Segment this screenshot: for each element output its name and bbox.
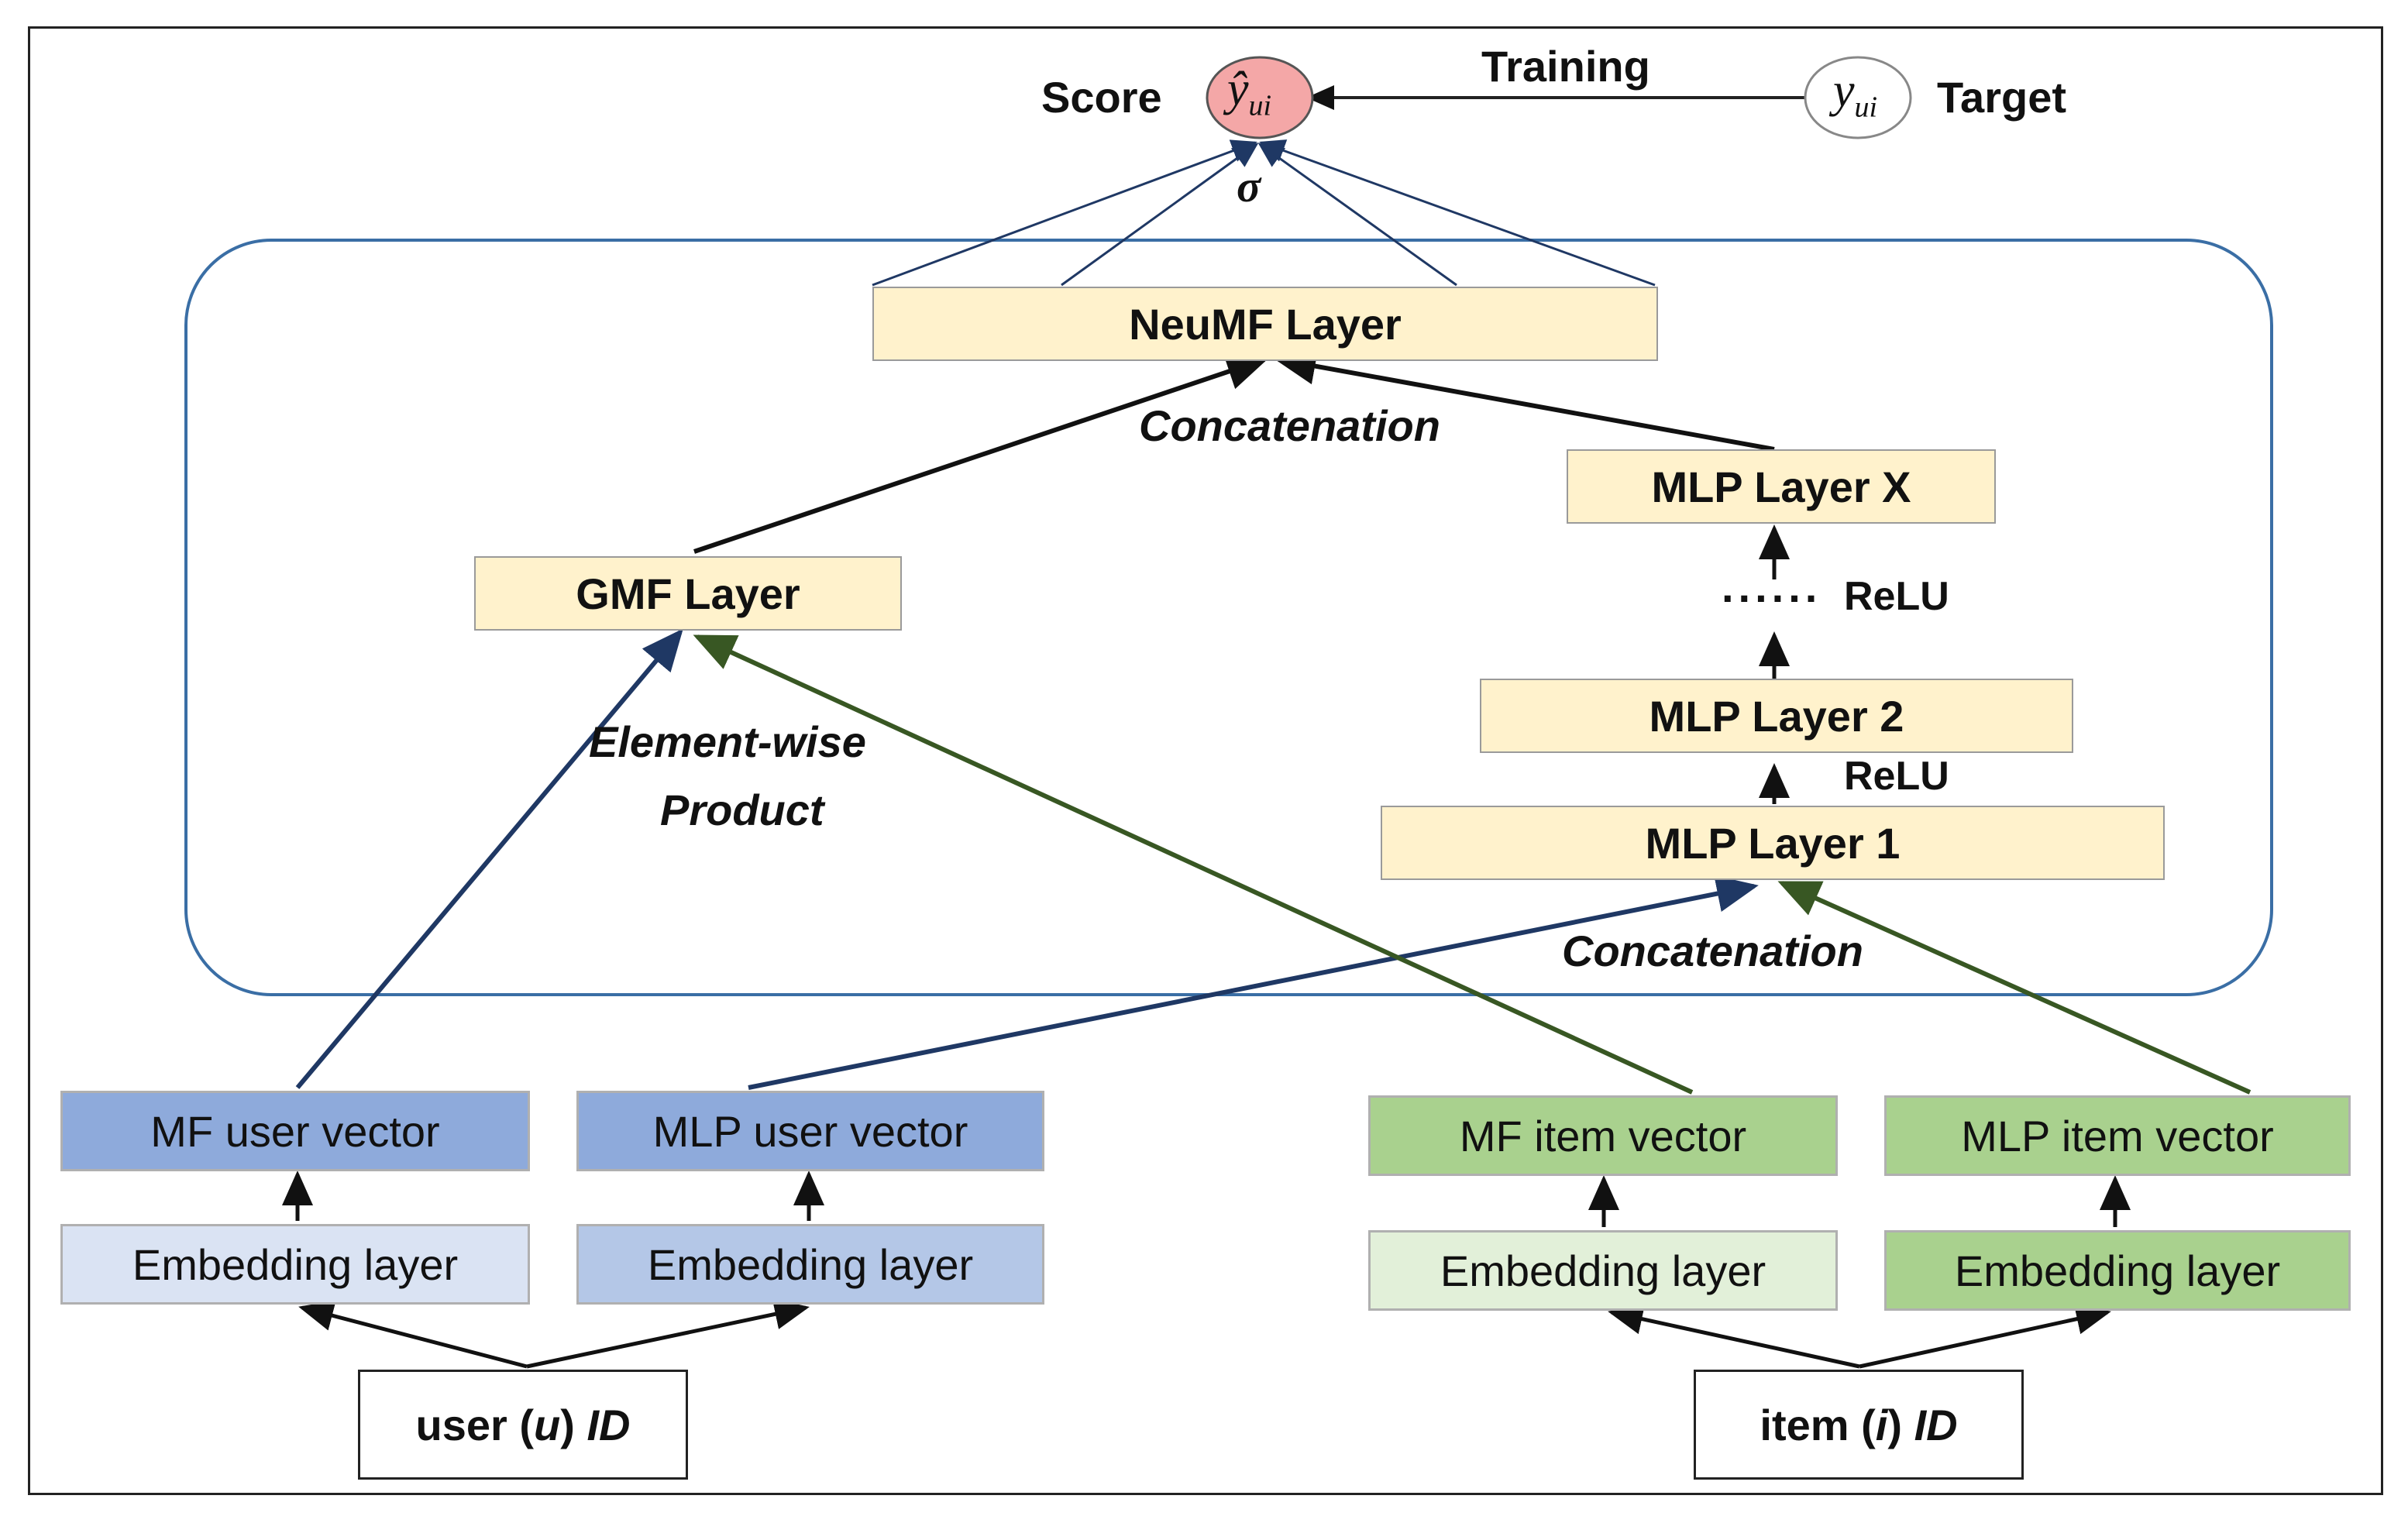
item-embedding-layer-left: Embedding layer	[1368, 1230, 1838, 1311]
score-node	[1206, 56, 1314, 139]
item-embedding-layer-right: Embedding layer	[1884, 1230, 2351, 1311]
figure-frame	[28, 26, 2383, 1495]
item-id-box: item (i) ID	[1694, 1370, 2024, 1480]
mlp-item-to-mlp1-arrow	[1777, 881, 2251, 1095]
score-symbol: ŷui	[1227, 63, 1272, 122]
target-label: Target	[1937, 73, 2066, 122]
mlp-user-to-mlp1-arrow	[748, 875, 1759, 1090]
elementwise-label-line1: Element-wise	[589, 717, 866, 766]
mf-item-vector: MF item vector	[1368, 1095, 1838, 1176]
user-id-to-emb-left-arrow	[298, 1300, 528, 1369]
score-label: Score	[1041, 73, 1162, 122]
mlp-item-vector: MLP item vector	[1884, 1095, 2351, 1176]
mf-item-to-gmf-arrow	[693, 634, 1694, 1095]
relu-label-lower: ReLU	[1844, 754, 1949, 799]
concatenation-label-bottom: Concatenation	[1562, 927, 1863, 975]
neumf-layer: NeuMF Layer	[872, 287, 1658, 361]
target-symbol: yui	[1833, 64, 1878, 124]
user-embedding-layer-right: Embedding layer	[576, 1224, 1044, 1305]
mf-user-to-gmf-arrow	[295, 628, 683, 1089]
ellipsis-dots: ......	[1722, 562, 1822, 611]
mlp-layer-x: MLP Layer X	[1567, 449, 1996, 524]
target-node	[1804, 56, 1912, 139]
mf-user-vector: MF user vector	[60, 1091, 530, 1171]
gmf-to-neumf-arrow	[693, 353, 1269, 554]
mlp-user-vector: MLP user vector	[576, 1091, 1044, 1171]
user-id-to-emb-right-arrow	[526, 1298, 810, 1369]
elementwise-label-line2: Product	[660, 786, 824, 834]
concatenation-label-top: Concatenation	[1139, 401, 1440, 450]
user-embedding-layer-left: Embedding layer	[60, 1224, 530, 1305]
item-id-to-emb-right-arrow	[1859, 1304, 2111, 1369]
item-id-to-emb-left-arrow	[1608, 1304, 1860, 1369]
neumf-model-container	[184, 239, 2273, 996]
training-label: Training	[1481, 42, 1650, 91]
sigma-fan-lines	[872, 139, 1656, 287]
sigma-label: σ	[1237, 161, 1261, 211]
mlpx-to-neumf-arrow	[1274, 347, 1775, 452]
relu-label-upper: ReLU	[1844, 574, 1949, 619]
mlp-layer-2: MLP Layer 2	[1480, 679, 2073, 753]
user-id-box: user (u) ID	[358, 1370, 688, 1480]
mlp-layer-1: MLP Layer 1	[1381, 806, 2165, 880]
gmf-layer: GMF Layer	[474, 556, 902, 631]
